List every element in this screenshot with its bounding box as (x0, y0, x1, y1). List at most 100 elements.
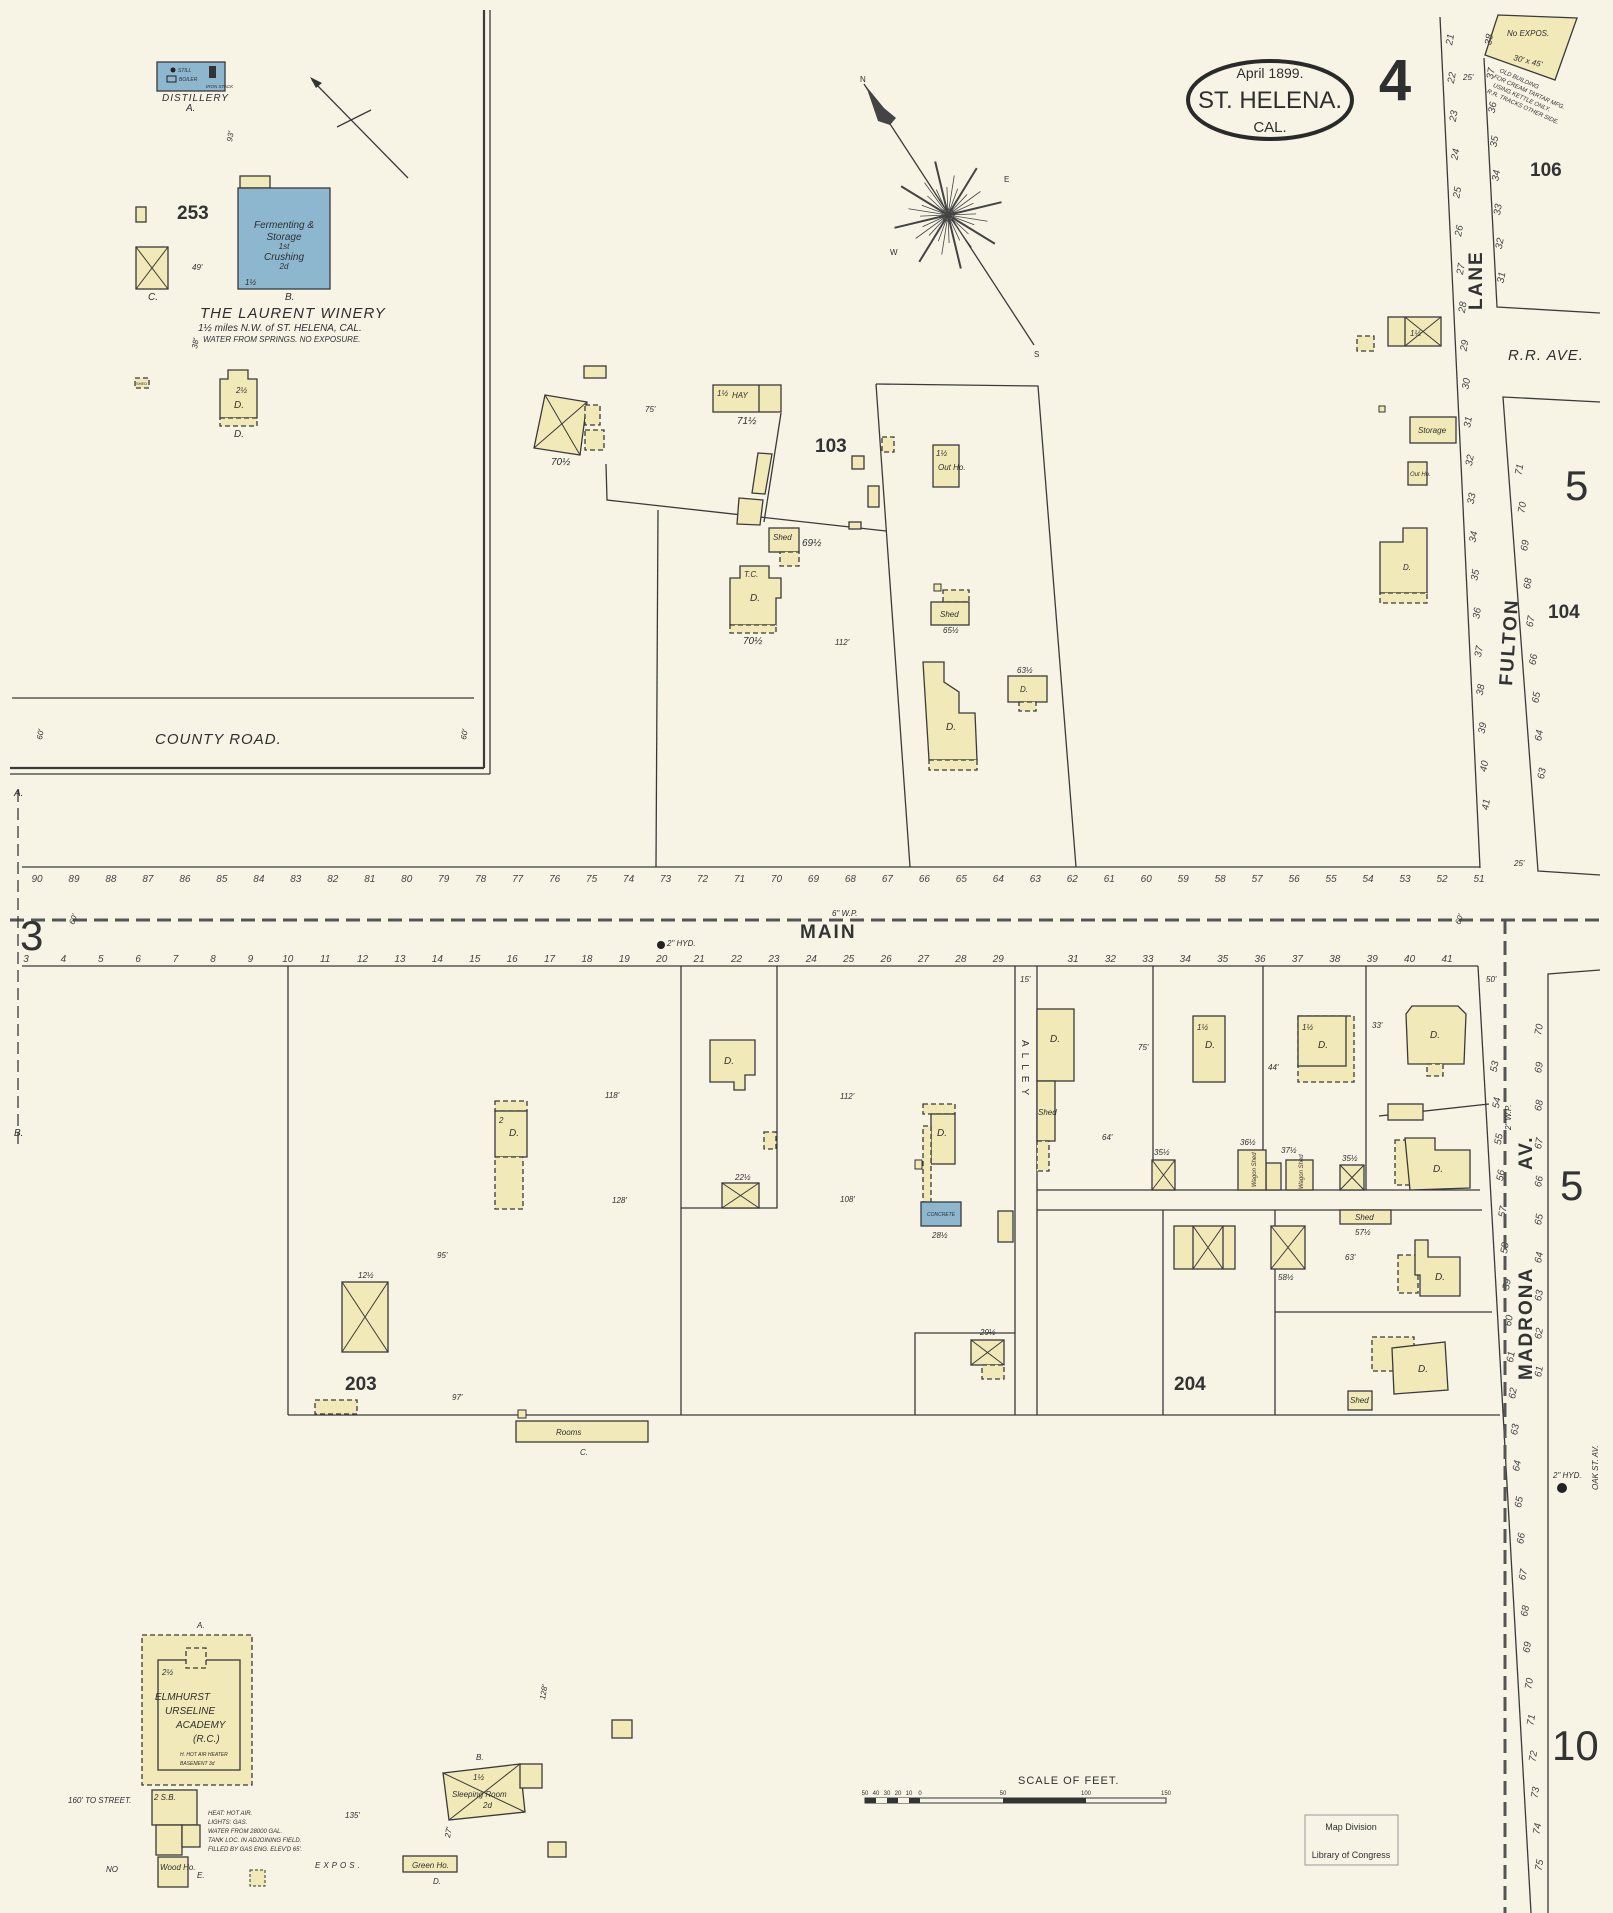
small-outbuilding (881, 436, 895, 453)
house-number: 89 (68, 874, 80, 885)
compass-ray (947, 167, 978, 216)
house-number: 77 (512, 874, 524, 885)
county-road-label: COUNTY ROAD. (155, 731, 282, 748)
inset-north-arrow (311, 79, 409, 179)
winery-note: WATER FROM SPRINGS. NO EXPOSURE. (203, 335, 361, 344)
note-tank: TANK LOC. IN ADJOINING FIELD. (208, 1838, 301, 1844)
compass-ray (947, 214, 975, 226)
lane-east-line (1483, 57, 1601, 314)
house-number: 6 (135, 954, 141, 965)
dwelling-label: D. (1430, 1030, 1440, 1041)
house-number: 39 (1477, 721, 1490, 734)
shed-label: Shed (1355, 1213, 1374, 1222)
house-number: 12 (357, 954, 369, 965)
lane-street-label: LANE (1466, 250, 1487, 310)
house-number: 13 (394, 954, 406, 965)
house-number: 35 (1469, 568, 1482, 581)
dwelling-d-corner (1391, 1341, 1449, 1395)
out-house-stories: 1½ (936, 449, 947, 458)
second-floor-label: 2d (279, 262, 289, 271)
house-number: 57 (1252, 874, 1264, 885)
scale-segment (1003, 1798, 1086, 1803)
house-number: 33 (1142, 954, 1154, 965)
madrona-east-line (1547, 969, 1601, 1913)
lot-line (875, 383, 911, 868)
wood-house-letter: E. (197, 1871, 205, 1880)
scale-segment (865, 1798, 876, 1803)
house-number: 3 (23, 954, 29, 965)
crushing-label: Crushing (264, 252, 304, 263)
dwelling-d-letter: D. (234, 429, 244, 440)
compass-ray (946, 187, 949, 216)
dwelling-d (930, 1113, 956, 1165)
rooms-building (515, 1420, 649, 1443)
dwelling-d-porch (219, 417, 258, 427)
distillery-letter: A. (185, 103, 195, 114)
distance-108: 108' (840, 1195, 855, 1204)
barn (1387, 316, 1442, 347)
distance-97: 97' (452, 1393, 463, 1402)
privy-icon (933, 583, 942, 592)
alley-width: 15' (1020, 975, 1031, 984)
house-number: 63 (1533, 1289, 1546, 1302)
distance-75b: 75' (1138, 1043, 1149, 1052)
lane-fulton-area: No EXPOS. 30' x 45' OLD BUILDING FOR CRE… (1356, 14, 1601, 876)
compass-ray (947, 214, 988, 222)
house-number: 64 (1511, 1459, 1524, 1472)
small-outbuilding (848, 521, 862, 530)
dwelling-70h (729, 565, 782, 626)
block-104-label: 104 (1548, 602, 1580, 623)
house-number: 87 (142, 874, 154, 885)
dwelling-label: D. (946, 722, 956, 733)
distance-field: 128' (538, 1684, 550, 1701)
madrona-west-line (1477, 965, 1532, 1913)
dwelling-label: D. (1318, 1040, 1328, 1051)
sleeping-floor: 2d (482, 1801, 492, 1810)
distance-27: 27' (443, 1826, 454, 1839)
hay-label: HAY (732, 391, 749, 400)
compass-ray (947, 214, 996, 245)
wagon-shed-annex (1265, 1162, 1282, 1191)
house-number: 33 (1492, 203, 1505, 216)
house-number: 73 (1529, 1786, 1542, 1799)
map-state: CAL. (1253, 119, 1286, 136)
dwelling-label: D. (1050, 1034, 1060, 1045)
house-number: 24 (1449, 147, 1462, 161)
oak-st-label: OAK ST. AV. (1591, 1445, 1600, 1490)
scale-tick: 40 (873, 1791, 880, 1797)
house-number: 68 (1519, 1604, 1532, 1617)
stamp-line-1: Map Division (1325, 1822, 1377, 1832)
compass-ray (920, 214, 949, 217)
house-number: 61 (1104, 874, 1115, 885)
compass-ray (928, 214, 949, 236)
house-number: 53 (1399, 874, 1411, 885)
wood-house-label: Wood Ho. (160, 1863, 196, 1872)
house-number: 21 (693, 954, 705, 965)
house-number: 81 (364, 874, 375, 885)
house-number: 66 (919, 874, 931, 885)
dwelling-63h (1007, 675, 1048, 703)
house-number: 17 (544, 954, 556, 965)
house-number: 35 (1489, 135, 1502, 148)
house-number: 85 (216, 874, 228, 885)
small-outbuilding (611, 1719, 633, 1739)
compass-ray (947, 194, 968, 216)
compass-ray (947, 175, 955, 216)
house-number: 25 (1451, 186, 1464, 200)
dwelling-label: D. (1433, 1164, 1443, 1175)
main-pipe-label: 6" W.P. (832, 909, 858, 918)
house-number: 63 (1536, 767, 1549, 780)
inset-laurent-winery: COUNTY ROAD. 60' 60' STILL BOILER IRON S… (10, 10, 491, 775)
dwelling-label: D. (509, 1128, 519, 1139)
road-width-left: 60' (35, 728, 46, 740)
dwelling-label: D. (1205, 1040, 1215, 1051)
compass-e: E (1004, 175, 1009, 184)
margin-letter-a: A. (13, 788, 23, 799)
house-number: 20 (655, 954, 668, 965)
wood-house (157, 1856, 189, 1888)
stories-label: 1½ (245, 278, 256, 287)
compass-ray (947, 214, 962, 269)
house-number: 76 (549, 874, 561, 885)
lot-line (655, 509, 659, 868)
